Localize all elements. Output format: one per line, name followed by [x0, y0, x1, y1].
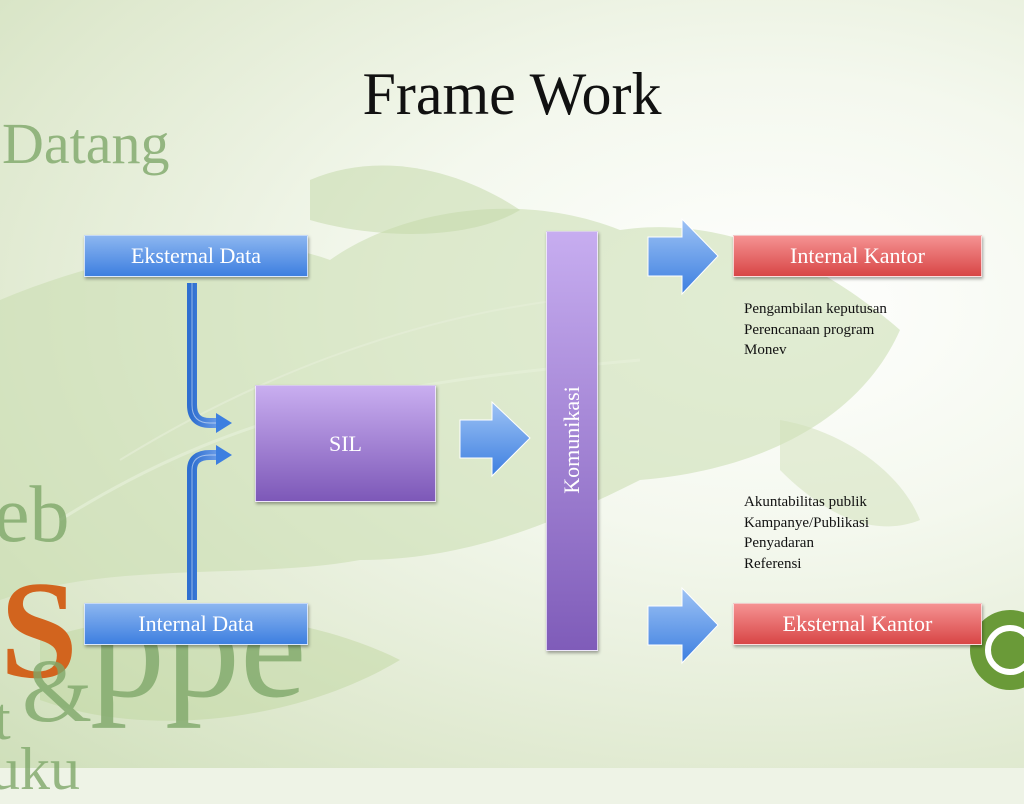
- background-word-datang: Datang: [2, 111, 170, 176]
- note-item: Akuntabilitas publik: [744, 494, 867, 510]
- background-letter-t: t: [0, 686, 11, 752]
- slide-title: Frame Work: [362, 61, 662, 127]
- internal-kantor-notes: Pengambilan keputusan Perencanaan progra…: [744, 299, 887, 361]
- node-internal-data-label: Internal Data: [138, 611, 254, 636]
- node-komunikasi-label: Komunikasi: [559, 386, 584, 494]
- node-eksternal-kantor: Eksternal Kantor: [733, 603, 982, 645]
- background-letter-s: S: [0, 553, 78, 708]
- arrow-to-eksternal-kantor: [647, 586, 719, 665]
- node-internal-data: Internal Data: [84, 603, 308, 645]
- node-internal-kantor-label: Internal Kantor: [790, 243, 925, 268]
- arrow-to-internal-kantor: [647, 217, 719, 296]
- arrow-sil-to-komunikasi: [459, 400, 531, 478]
- node-eksternal-data: Eksternal Data: [84, 235, 308, 277]
- connector-eksternal-to-sil: [187, 283, 232, 433]
- note-item: Monev: [744, 342, 787, 358]
- node-sil-label: SIL: [329, 430, 362, 456]
- background-ampersand: &: [22, 642, 93, 741]
- node-sil: SIL: [255, 385, 436, 502]
- connector-internal-to-sil: [187, 445, 232, 600]
- node-eksternal-kantor-label: Eksternal Kantor: [782, 611, 933, 636]
- eksternal-kantor-notes: Akuntabilitas publik Kampanye/Publikasi …: [744, 492, 869, 574]
- background-word-ppe: ppe: [90, 563, 307, 729]
- world-map-backdrop: [0, 165, 1024, 721]
- node-eksternal-data-label: Eksternal Data: [130, 243, 262, 268]
- note-item: Perencanaan program: [744, 321, 875, 338]
- note-item: Pengambilan keputusan: [744, 301, 887, 317]
- diagram-connectors: [187, 217, 719, 665]
- note-item: Kampanye/Publikasi: [744, 514, 869, 531]
- node-komunikasi: [546, 231, 598, 651]
- node-internal-kantor: Internal Kantor: [733, 235, 982, 277]
- background-word-eb: eb: [0, 471, 70, 559]
- note-item: Penyadaran: [744, 535, 814, 551]
- note-item: Referensi: [744, 555, 802, 572]
